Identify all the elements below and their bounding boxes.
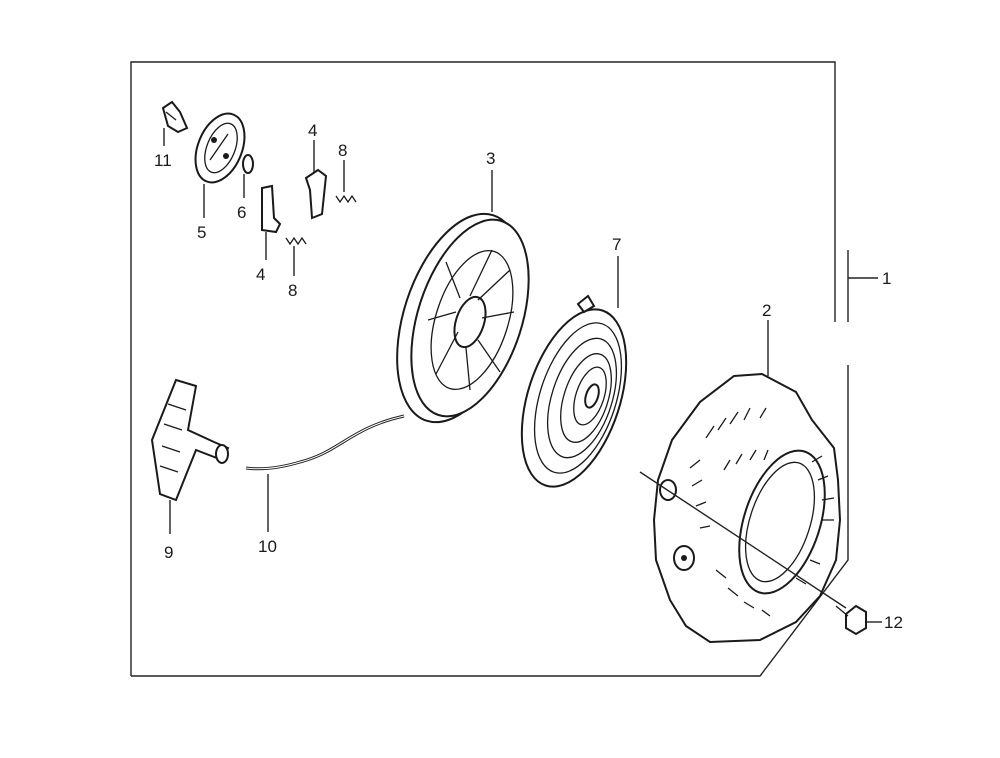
callout-7: 7 <box>612 235 621 254</box>
assembly-boundary <box>130 61 849 677</box>
callout-4-lower: 4 <box>256 265 265 284</box>
part-3-reel <box>396 212 530 424</box>
callout-9: 9 <box>164 543 173 562</box>
callout-5: 5 <box>197 223 206 242</box>
callout-3: 3 <box>486 149 495 168</box>
center-axis-line <box>639 471 847 609</box>
callout-8-upper: 8 <box>338 141 347 160</box>
part-2-starter-case <box>652 372 842 644</box>
callout-10: 10 <box>258 537 277 556</box>
part-6-washer <box>242 154 254 174</box>
callout-1: 1 <box>882 269 891 288</box>
callout-8-lower: 8 <box>288 281 297 300</box>
callout-11: 11 <box>154 151 172 170</box>
part-7-recoil-spring <box>520 294 628 488</box>
callout-12: 12 <box>884 613 903 632</box>
part-8-spring-upper <box>335 194 357 204</box>
callout-2: 2 <box>762 301 771 320</box>
part-11-cap <box>161 100 189 134</box>
part-8-spring-lower <box>285 236 307 246</box>
callout-4-upper: 4 <box>308 121 317 140</box>
part-9-handle <box>150 378 230 502</box>
part-4-pawl-upper <box>304 168 328 220</box>
part-12-bolt <box>835 604 867 636</box>
part-4-pawl-lower <box>261 184 282 234</box>
part-5-ratchet-plate <box>194 112 246 184</box>
callout-6: 6 <box>237 203 246 222</box>
part-10-rope-inner <box>245 415 405 470</box>
part-10-rope <box>245 414 405 471</box>
